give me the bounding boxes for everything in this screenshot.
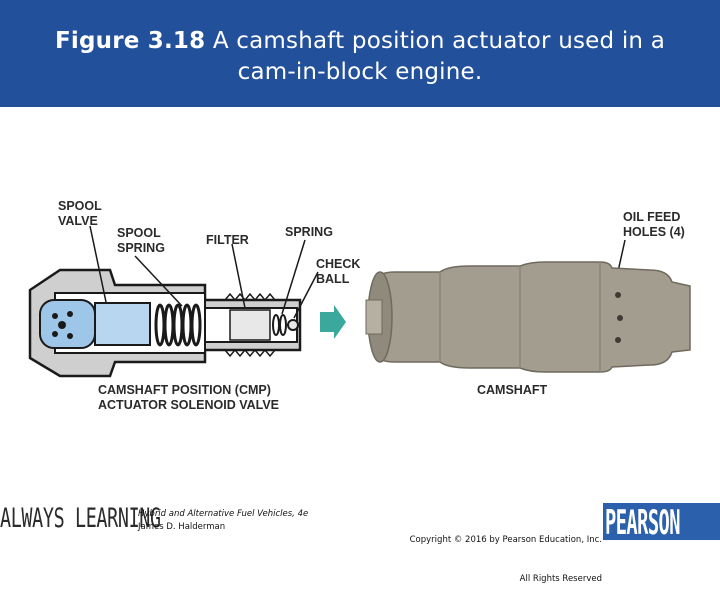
camshaft-actuator-illustration (28, 225, 691, 378)
slide-title: Figure 3.18 A camshaft position actuator… (0, 26, 720, 88)
pearson-logo: PEARSON (603, 503, 720, 540)
copyright-line: Copyright © 2016 by Pearson Education, I… (409, 535, 602, 545)
transition-arrow (320, 305, 346, 339)
label-check-ball: CHECK BALL (316, 257, 361, 286)
label-camshaft: CAMSHAFT (477, 383, 548, 397)
book-title: Hybrid and Alternative Fuel Vehicles, 4e (138, 509, 309, 519)
caption-line-2: cam-in-block engine. (237, 59, 483, 85)
rights-line: All Rights Reserved (519, 574, 602, 584)
book-citation: Hybrid and Alternative Fuel Vehicles, 4e… (138, 508, 308, 534)
label-filter: FILTER (206, 233, 249, 247)
label-spool-valve: SPOOL VALVE (58, 199, 102, 228)
label-oil-feed-holes: OIL FEED HOLES (4) (623, 210, 685, 239)
copyright-notice: Copyright © 2016 by Pearson Education, I… (380, 508, 602, 599)
always-learning-wordmark: ALWAYS LEARNING (0, 503, 161, 534)
camshaft-drawing (365, 261, 691, 373)
figure-number: Figure 3.18 (54, 28, 206, 54)
title-banner: Figure 3.18 A camshaft position actuator… (0, 0, 720, 107)
book-author: James D. Halderman (138, 522, 226, 532)
label-spool-spring: SPOOL SPRING (117, 226, 165, 255)
label-spring: SPRING (285, 225, 333, 239)
label-leader-lines (89, 225, 626, 319)
solenoid-valve-drawing (28, 268, 302, 378)
caption-line-1: A camshaft position actuator used in a (212, 28, 666, 54)
label-cmp-solenoid-valve: CAMSHAFT POSITION (CMP) ACTUATOR SOLENOI… (98, 383, 280, 412)
footer-bar (0, 501, 720, 540)
pearson-wordmark: PEARSON (605, 503, 681, 540)
